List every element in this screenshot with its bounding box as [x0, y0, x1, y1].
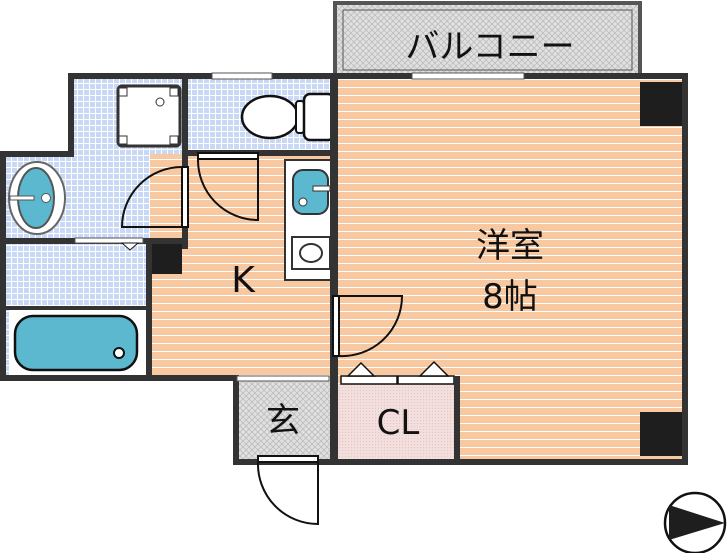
- western-room-label: 洋室: [476, 226, 544, 266]
- washing-machine-icon: [116, 84, 182, 148]
- wash-basin-icon: [8, 161, 66, 235]
- window: [211, 72, 273, 80]
- bathtub-icon: [9, 310, 146, 376]
- balcony-label: バルコニー: [405, 27, 574, 67]
- washroom-door[interactable]: [120, 166, 189, 228]
- western-room-size: 8帖: [482, 277, 538, 317]
- kitchen-sink-icon: [292, 169, 329, 215]
- window: [411, 72, 525, 80]
- door-marker-icon: [120, 242, 140, 251]
- entrance-door[interactable]: [256, 455, 319, 526]
- entrance: 玄: [235, 380, 333, 460]
- step: [236, 375, 330, 382]
- entrance-label: 玄: [266, 401, 300, 441]
- kitchen-counter: [284, 159, 334, 281]
- toilet-icon: [240, 92, 336, 142]
- pillar: [152, 242, 182, 274]
- western-room: 洋室 8帖: [335, 76, 685, 462]
- balcony: バルコニー: [333, 1, 642, 77]
- pillar: [640, 412, 682, 456]
- toilet-door[interactable]: [196, 152, 259, 222]
- north-arrow-icon: [663, 491, 727, 553]
- closet: CL: [338, 360, 455, 460]
- sliding-door[interactable]: [74, 237, 144, 244]
- kitchen-label: K: [231, 260, 256, 301]
- pillar: [640, 82, 682, 126]
- room-door[interactable]: [332, 295, 404, 358]
- closet-label: CL: [377, 403, 420, 443]
